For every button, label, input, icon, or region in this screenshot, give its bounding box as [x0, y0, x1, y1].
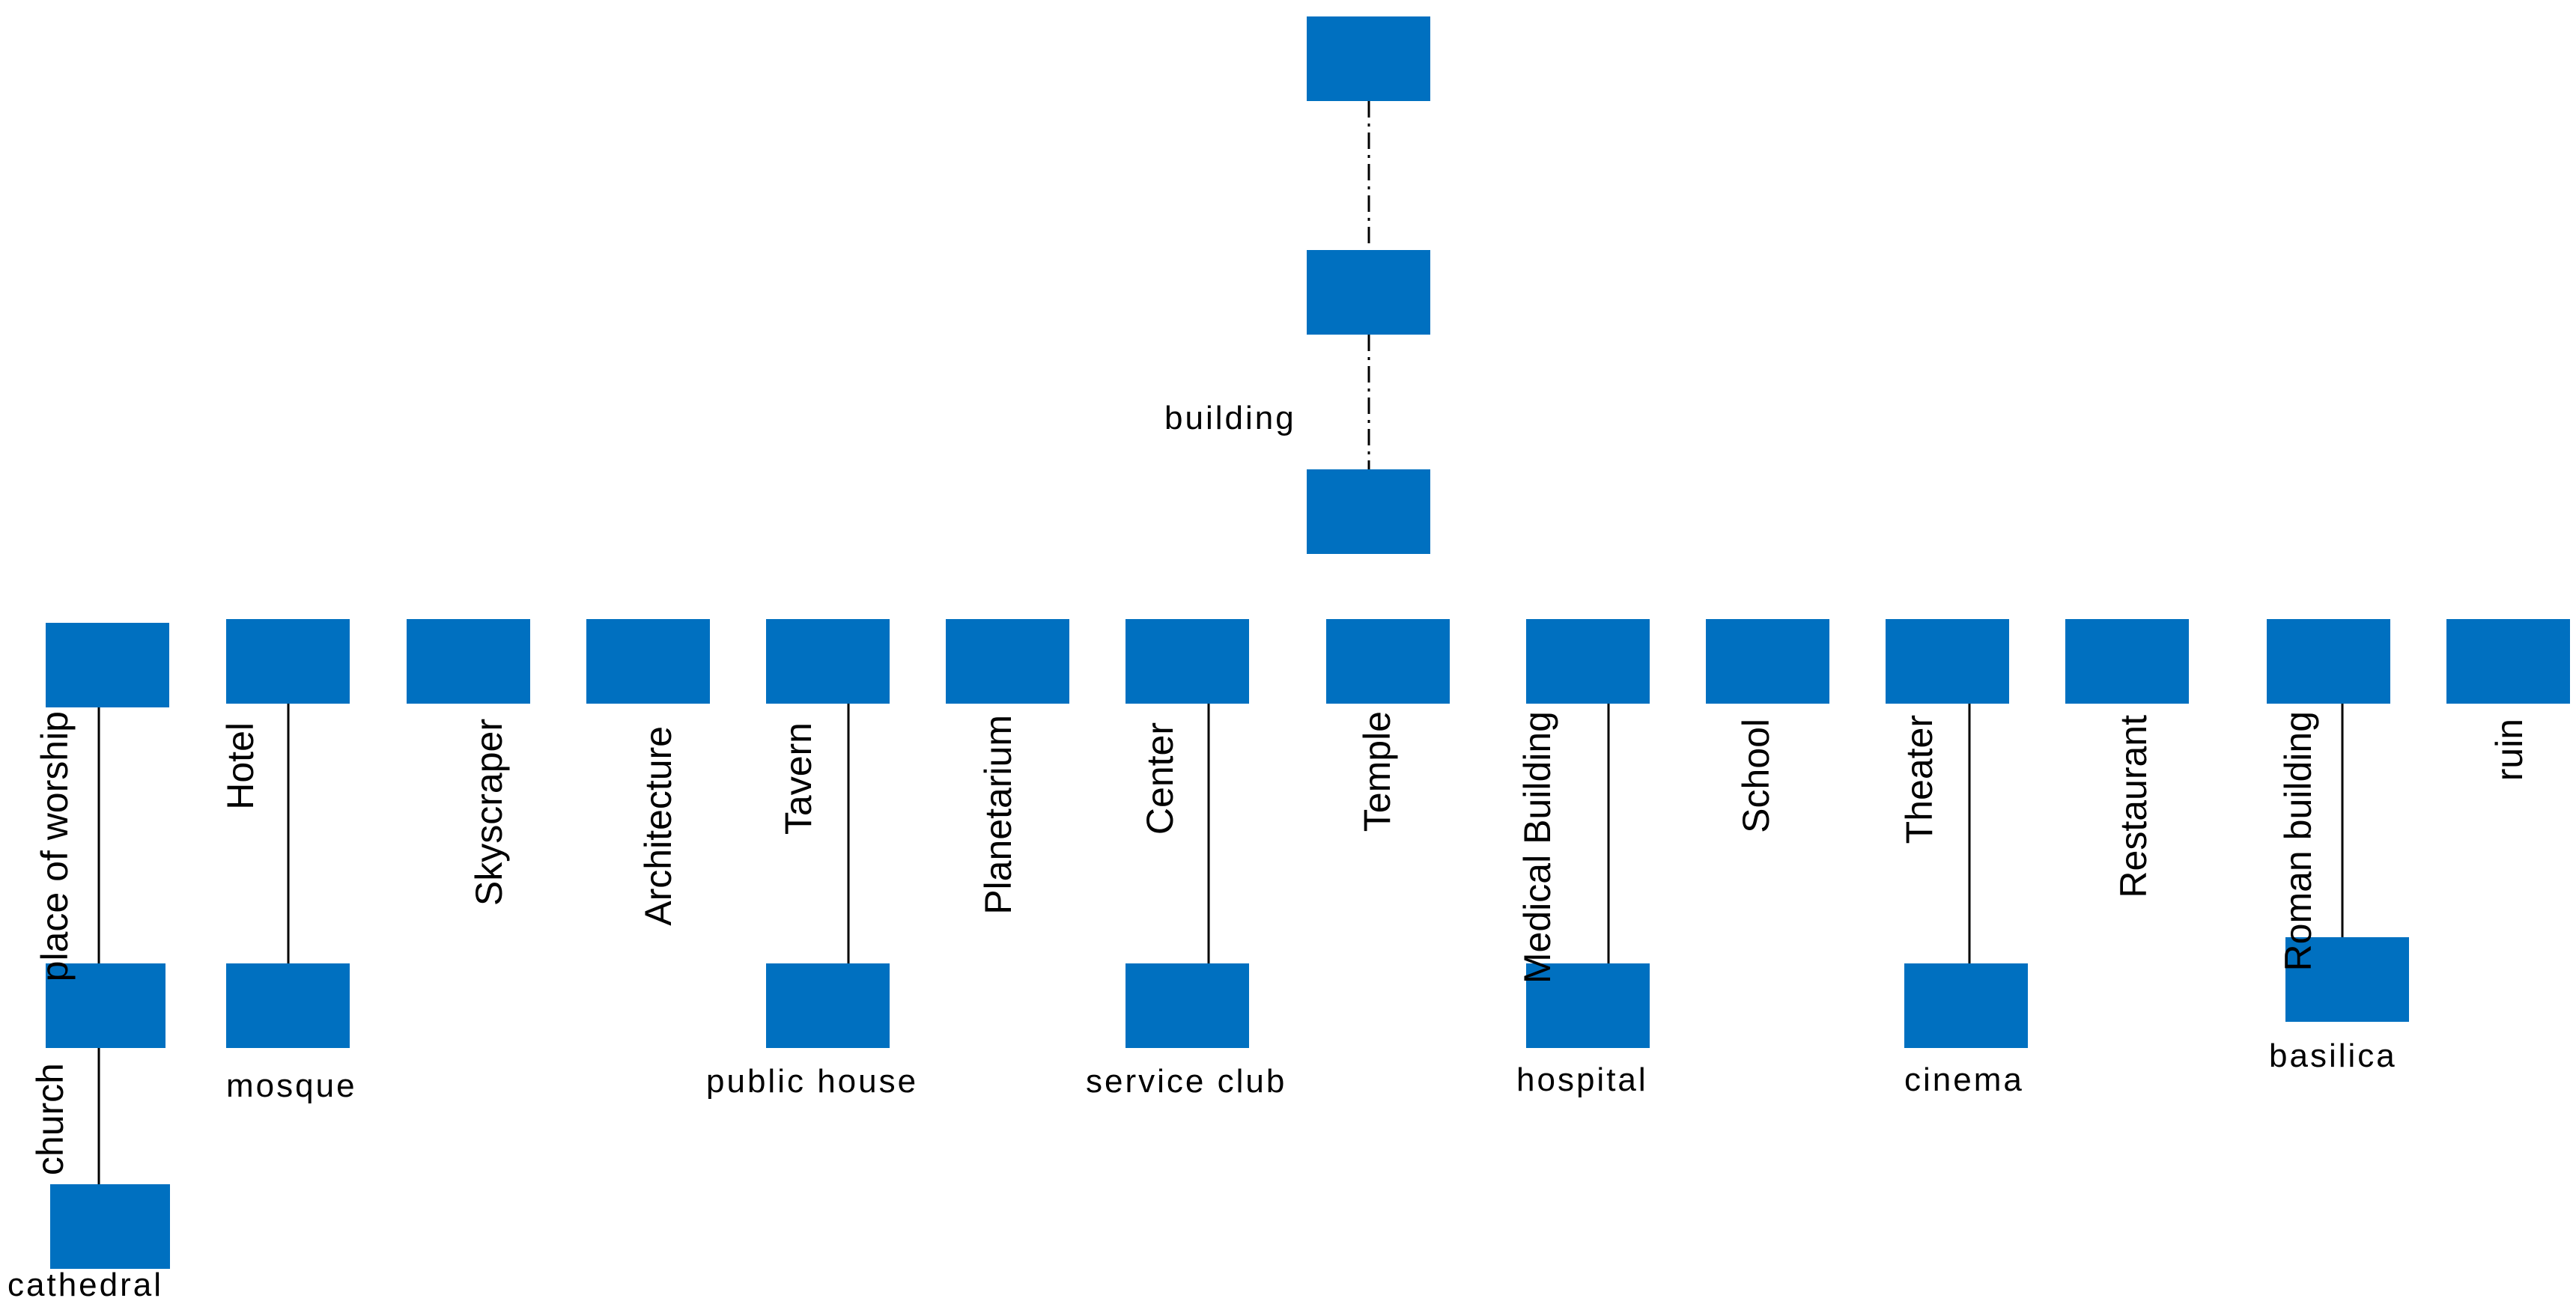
label-hotel: Hotel: [219, 722, 261, 810]
label-architecture: Architecture: [637, 726, 679, 926]
label-basilica: basilica: [2269, 1038, 2397, 1074]
label-hospital: hospital: [1516, 1061, 1648, 1098]
node-root[interactable]: [1307, 16, 1430, 101]
node-ruin[interactable]: [2446, 619, 2570, 704]
label-church: church: [29, 1063, 71, 1175]
node-church[interactable]: [46, 963, 165, 1048]
connectors: [97, 101, 2344, 1184]
label-tavern: Tavern: [777, 722, 819, 835]
label-center: Center: [1139, 722, 1181, 835]
node-building[interactable]: [1307, 469, 1430, 554]
node-school[interactable]: [1706, 619, 1829, 704]
label-service-club: service club: [1086, 1063, 1287, 1100]
label-mosque: mosque: [226, 1067, 357, 1104]
label-theater: Theater: [1898, 715, 1940, 844]
label-roman-building: Roman building: [2277, 711, 2319, 971]
node-mosque[interactable]: [226, 963, 350, 1048]
node-place-of-worship[interactable]: [46, 623, 169, 707]
node-hotel[interactable]: [226, 619, 350, 704]
vertical-labels: place of worship Hotel Skyscraper Archit…: [29, 711, 2530, 1175]
node-temple[interactable]: [1326, 619, 1450, 704]
label-planetarium: Planetarium: [977, 715, 1019, 915]
label-building: building: [1164, 400, 1296, 436]
node-skyscraper[interactable]: [407, 619, 530, 704]
node-cinema[interactable]: [1904, 963, 2028, 1048]
label-skyscraper: Skyscraper: [468, 719, 510, 906]
node-theater[interactable]: [1886, 619, 2009, 704]
label-medical-building: Medical Building: [1516, 711, 1558, 984]
node-tavern[interactable]: [766, 619, 890, 704]
node-public-house[interactable]: [766, 963, 890, 1048]
node-roman-building[interactable]: [2267, 619, 2390, 704]
node-planetarium[interactable]: [946, 619, 1069, 704]
label-restaurant: Restaurant: [2112, 715, 2154, 898]
horizontal-labels: building mosque public house service clu…: [7, 400, 2397, 1303]
node-service-club[interactable]: [1126, 963, 1249, 1048]
nodes: [46, 16, 2570, 1269]
node-medical-building[interactable]: [1526, 619, 1650, 704]
label-cinema: cinema: [1904, 1061, 2024, 1098]
label-public-house: public house: [706, 1063, 918, 1100]
node-hospital[interactable]: [1526, 963, 1650, 1048]
label-place-of-worship: place of worship: [34, 711, 76, 981]
node-restaurant[interactable]: [2065, 619, 2189, 704]
label-school: School: [1735, 719, 1777, 833]
node-basilica[interactable]: [2285, 937, 2409, 1022]
node-intermediate[interactable]: [1307, 250, 1430, 335]
label-cathedral: cathedral: [7, 1267, 163, 1303]
node-center[interactable]: [1126, 619, 1249, 704]
node-cathedral[interactable]: [50, 1184, 170, 1269]
label-temple: Temple: [1356, 711, 1398, 832]
label-ruin: ruin: [2488, 719, 2530, 781]
node-architecture[interactable]: [586, 619, 710, 704]
